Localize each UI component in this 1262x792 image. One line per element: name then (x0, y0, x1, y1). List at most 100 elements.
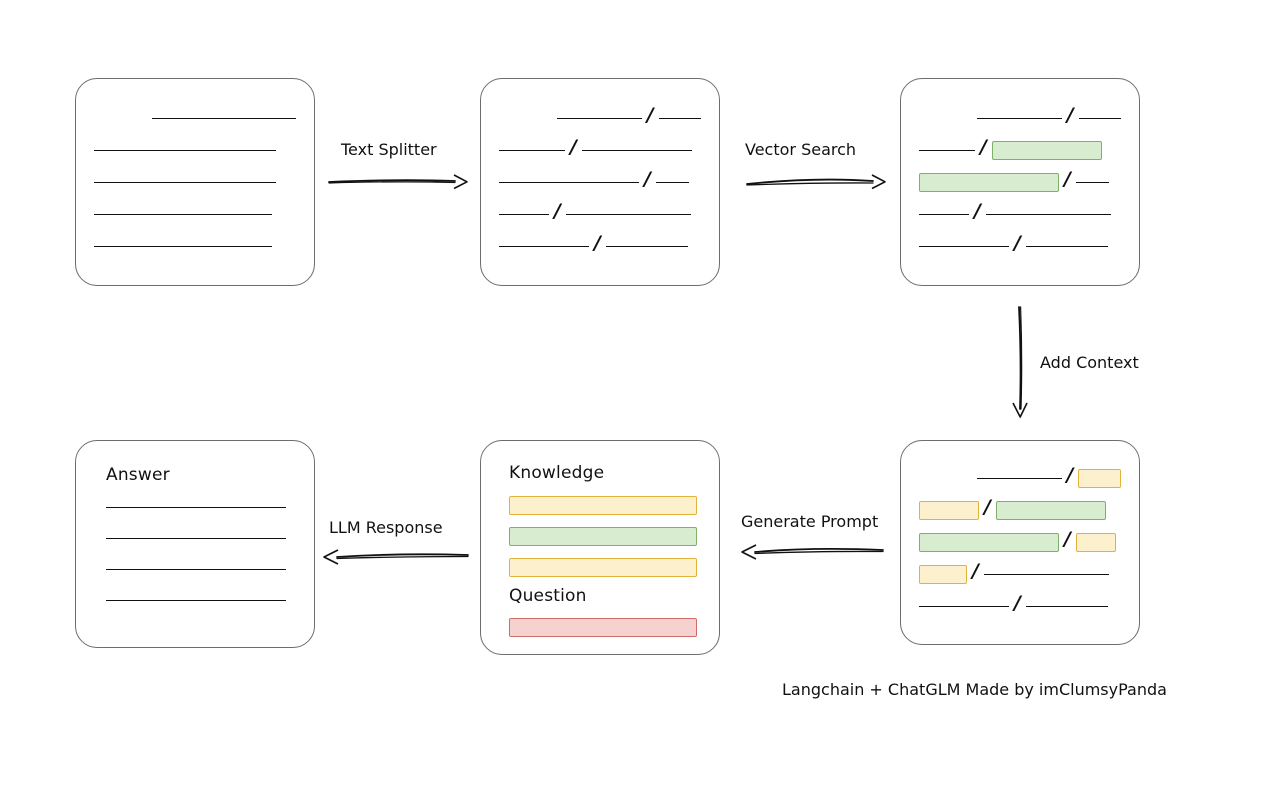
chunk-separator: / (570, 135, 577, 158)
split-chunks-lines: / / / / / (481, 79, 719, 285)
vector-search-arrow-glyph (746, 174, 886, 190)
text-line-row: / (481, 230, 719, 262)
question-bar-red (509, 618, 697, 637)
generate-prompt-arrow-glyph (741, 544, 884, 560)
question-bars (509, 618, 697, 637)
text-line-row: / (901, 495, 1139, 527)
matched-chunks-lines: ///// (901, 79, 1139, 285)
text-rule (499, 213, 549, 215)
chunk-separator: / (1014, 592, 1021, 614)
text-line-row (76, 198, 314, 230)
answer-lines (106, 507, 288, 601)
text-rule (1078, 117, 1121, 119)
text-splitter-arrow-glyph (328, 174, 468, 190)
text-line-row: / (901, 463, 1139, 495)
chunk-separator: / (972, 560, 979, 582)
highlight-chip-yellow (1078, 469, 1121, 488)
text-rule (565, 213, 691, 215)
answer-text-rule (106, 538, 286, 539)
text-rule (919, 245, 1009, 247)
text-rule (919, 213, 969, 215)
highlight-chip-green (991, 140, 1102, 160)
text-rule (94, 213, 272, 215)
highlight-chip-green (995, 501, 1106, 520)
text-rule (94, 245, 272, 247)
text-rule (1025, 245, 1108, 247)
text-line-row (76, 102, 314, 134)
knowledge-label: Knowledge (509, 463, 605, 483)
chunk-separator: / (1066, 103, 1074, 126)
matched-chunks-box: ///// (900, 78, 1140, 286)
text-rule (557, 117, 642, 119)
text-rule (919, 606, 1009, 607)
text-rule (499, 149, 565, 151)
text-rule (658, 117, 701, 119)
highlight-chip-green (919, 533, 1059, 552)
text-rule (94, 181, 276, 183)
text-line-row: / (481, 134, 719, 166)
chunk-separator: / (1064, 167, 1071, 190)
answer-text-rule (106, 507, 286, 508)
text-line-row: / (901, 527, 1139, 559)
text-rule (499, 245, 589, 247)
highlight-chip-yellow (919, 565, 967, 584)
text-rule (581, 149, 692, 151)
text-rule (94, 149, 276, 151)
text-line-row: / (901, 198, 1139, 230)
text-rule (152, 117, 296, 119)
text-splitter-arrow-label: Text Splitter (341, 140, 437, 159)
text-line-row: / (481, 166, 719, 198)
context-chunks-lines: / / / / / (901, 441, 1139, 644)
text-rule (919, 149, 975, 151)
knowledge-bars (509, 496, 697, 577)
vector-search-arrow: Vector Search (745, 140, 893, 202)
llm-response-arrow-label: LLM Response (329, 518, 443, 537)
add-context-arrow: Add Context (1005, 305, 1165, 425)
answer-text-rule (106, 569, 286, 570)
chunk-separator: / (1066, 464, 1074, 486)
highlight-chip-yellow (919, 501, 979, 520)
context-chunks-box: / / / / / (900, 440, 1140, 645)
text-rule (1075, 181, 1109, 183)
generated-prompt-box: Knowledge Question (480, 440, 720, 655)
text-rule (655, 181, 689, 183)
chunk-separator: / (594, 231, 601, 254)
text-line-row (76, 134, 314, 166)
text-splitter-arrow: Text Splitter (327, 140, 475, 202)
text-rule (499, 181, 639, 183)
answer-text-rule (106, 600, 286, 601)
text-line-row: / (901, 559, 1139, 591)
llm-response-arrow-glyph (323, 549, 469, 565)
generate-prompt-arrow-label: Generate Prompt (741, 512, 879, 531)
text-line-row: / (901, 591, 1139, 623)
chunk-separator: / (554, 199, 561, 222)
text-line-row: / (901, 230, 1139, 262)
text-rule (605, 245, 688, 247)
chunk-separator: / (980, 135, 987, 158)
answer-contents: Answer (76, 441, 314, 647)
chunk-separator: / (984, 496, 991, 518)
text-rule (977, 117, 1062, 119)
llm-response-arrow: LLM Response (320, 518, 472, 580)
footer-credit: Langchain + ChatGLM Made by imClumsyPand… (782, 680, 1167, 699)
text-rule (977, 478, 1062, 479)
generate-prompt-arrow: Generate Prompt (738, 512, 888, 574)
text-rule (985, 213, 1111, 215)
text-rule (1025, 606, 1108, 607)
text-line-row: / (901, 166, 1139, 198)
source-document-box (75, 78, 315, 286)
highlight-chip-green (919, 172, 1059, 192)
highlight-chip-yellow (1075, 533, 1116, 552)
text-line-row (76, 230, 314, 262)
knowledge-bar-yellow (509, 496, 697, 515)
chunk-separator: / (1014, 231, 1021, 254)
add-context-arrow-label: Add Context (1040, 353, 1139, 372)
chunk-separator: / (644, 167, 651, 190)
text-rule (983, 574, 1109, 575)
question-label: Question (509, 586, 587, 606)
prompt-contents: Knowledge Question (481, 441, 719, 654)
add-context-arrow-glyph (1012, 306, 1028, 418)
chunk-separator: / (646, 103, 654, 126)
chunk-separator: / (1064, 528, 1071, 550)
